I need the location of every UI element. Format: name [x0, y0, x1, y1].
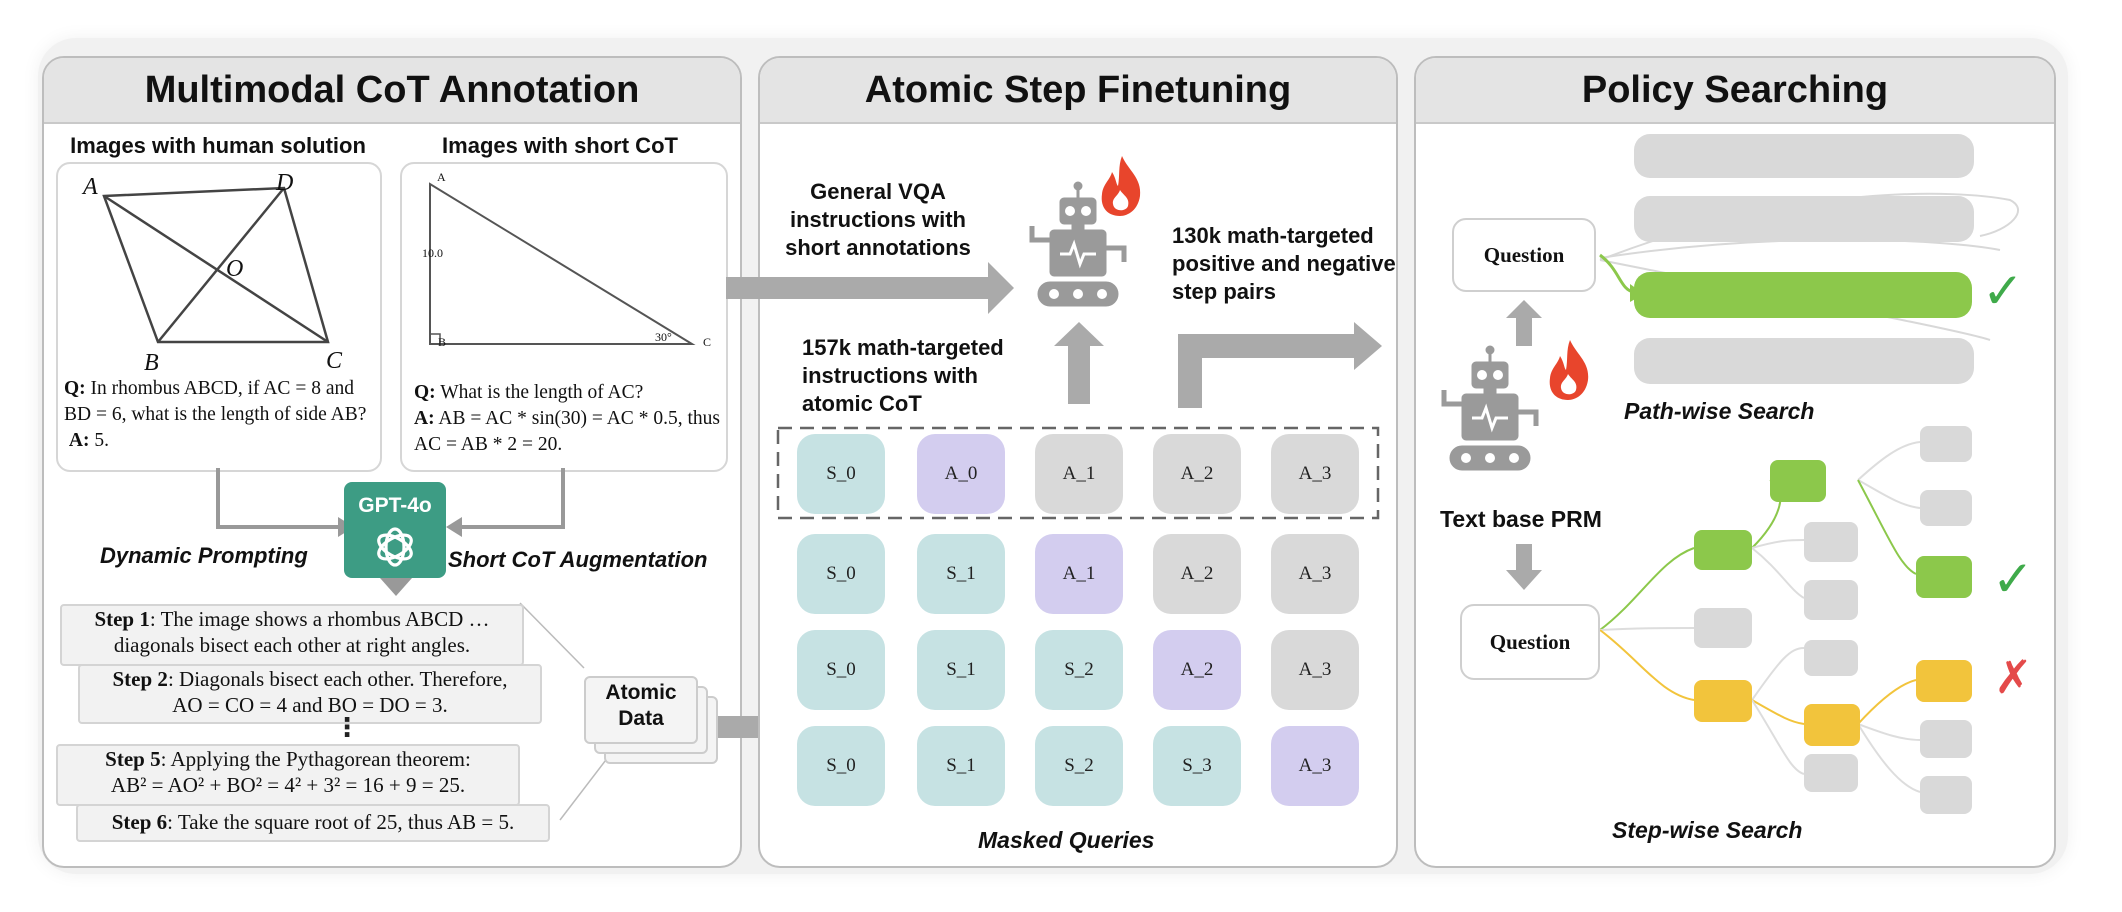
step-wise-search-label: Step-wise Search [1612, 817, 1803, 843]
rhombus-label-a: A [83, 174, 98, 200]
masked-query-cell: A_2 [1153, 434, 1241, 514]
masked-query-cell: S_0 [797, 726, 885, 806]
step-1-tag: Step 1 [94, 607, 150, 631]
step-6-box: Step 6: Take the square root of 25, thus… [76, 804, 550, 842]
step-2-text: : Diagonals bisect each other. Therefore… [167, 667, 508, 691]
text-base-prm-label: Text base PRM [1440, 506, 1602, 532]
math-130k-label: 130k math-targeted positive and negative… [1172, 223, 1396, 304]
right-answer-text: AB = AC * sin(30) = AC * 0.5, thus AC = … [414, 408, 720, 455]
step-5-text: : Applying the Pythagorean theorem: [160, 747, 471, 771]
masked-queries-label: Masked Queries [978, 827, 1155, 853]
robot-icon [1029, 181, 1127, 307]
cross-icon-step: ✗ [1994, 651, 2033, 703]
step-2-tag: Step 2 [112, 667, 168, 691]
masked-query-cell: A_1 [1035, 434, 1123, 514]
gpt4o-label: GPT-4o [358, 494, 432, 517]
short-cot-augmentation-label: Short CoT Augmentation [448, 547, 708, 572]
masked-query-cell: S_2 [1035, 630, 1123, 710]
right-question-text: What is the length of AC? [435, 382, 644, 403]
step-1-text: : The image shows a rhombus ABCD … [149, 607, 490, 631]
left-question-text: In rhombus ABCD, if AC = 8 and BD = 6, w… [64, 378, 367, 425]
step-5-tag: Step 5 [105, 747, 161, 771]
right-answer-a: A: [414, 408, 435, 429]
path-wise-search-label: Path-wise Search [1624, 398, 1815, 424]
rhombus-label-b: B [144, 350, 159, 376]
fire-icon-policy [1549, 340, 1589, 400]
triangle-label-side: 10.0 [422, 246, 443, 260]
masked-query-cell: A_3 [1271, 534, 1359, 614]
left-answer-a: A: [68, 430, 90, 451]
rhombus-figure [102, 186, 330, 344]
triangle-figure [429, 182, 696, 345]
rhombus-label-d: D [276, 170, 294, 196]
masked-query-cell: S_0 [797, 534, 885, 614]
question-box-step: Question [1460, 604, 1600, 680]
triangle-label-a: A [437, 170, 446, 184]
fire-icon [1101, 156, 1141, 216]
math-157k-label: 157k math-targeted instructions with ato… [802, 335, 1004, 416]
check-icon-step: ✓ [1992, 551, 2034, 607]
short-cot-card [400, 162, 728, 472]
masked-query-cell: A_3 [1271, 630, 1359, 710]
atomic-data-card: Atomic Data [584, 676, 698, 744]
question-box-path: Question [1452, 218, 1596, 292]
step-5-text2: AB² = AO² + BO² = 4² + 3² = 16 + 9 = 25. [110, 773, 466, 797]
step-6-text: : Take the square root of 25, thus AB = … [167, 810, 515, 834]
masked-query-cell: S_1 [917, 630, 1005, 710]
masked-query-cell: S_0 [797, 630, 885, 710]
caption-human-solution: Images with human solution [70, 133, 366, 158]
masked-query-cell: S_1 [917, 534, 1005, 614]
dynamic-prompting-label: Dynamic Prompting [100, 543, 308, 568]
triangle-label-c: C [703, 335, 712, 349]
masked-query-cell: A_3 [1271, 726, 1359, 806]
left-answer-text: 5. [89, 430, 109, 451]
masked-query-cell: S_2 [1035, 726, 1123, 806]
rhombus-label-c: C [326, 348, 343, 374]
steps-ellipsis: ⋮ [334, 712, 360, 742]
step-5-box: Step 5: Applying the Pythagorean theorem… [56, 744, 520, 806]
panel-policy-title: Policy Searching [1416, 58, 2054, 124]
check-icon-path: ✓ [1982, 263, 2024, 319]
triangle-label-b: B [438, 335, 447, 349]
masked-query-cell: A_0 [917, 434, 1005, 514]
general-vqa-label: General VQA instructions with short anno… [785, 179, 971, 260]
masked-query-cell: A_1 [1035, 534, 1123, 614]
masked-query-cell: S_0 [797, 434, 885, 514]
masked-query-cell: S_1 [917, 726, 1005, 806]
masked-query-cell: A_2 [1153, 534, 1241, 614]
short-cot-text: Q: What is the length of AC? A: AB = AC … [414, 380, 720, 458]
step-1-text2: diagonals bisect each other at right ang… [113, 633, 471, 657]
step-2-text2: AO = CO = 4 and BO = DO = 3. [172, 693, 448, 717]
step-6-tag: Step 6 [111, 810, 168, 834]
robot-icon-policy [1441, 345, 1539, 471]
step-2-box: Step 2: Diagonals bisect each other. The… [78, 664, 542, 724]
step-1-box: Step 1: The image shows a rhombus ABCD …… [60, 604, 524, 666]
triangle-label-angle: 30° [655, 330, 672, 344]
caption-short-cot: Images with short CoT [442, 133, 678, 158]
left-question-q: Q: [64, 378, 86, 399]
openai-icon [377, 527, 413, 567]
panel-annotation-title: Multimodal CoT Annotation [44, 58, 740, 124]
human-solution-text: Q: In rhombus ABCD, if AC = 8 and BD = 6… [64, 376, 372, 454]
masked-query-cell: S_3 [1153, 726, 1241, 806]
panel-finetune-title: Atomic Step Finetuning [760, 58, 1396, 124]
rhombus-label-o: O [226, 256, 244, 282]
right-question-q: Q: [414, 382, 436, 403]
masked-query-cell: A_2 [1153, 630, 1241, 710]
masked-query-cell: A_3 [1271, 434, 1359, 514]
